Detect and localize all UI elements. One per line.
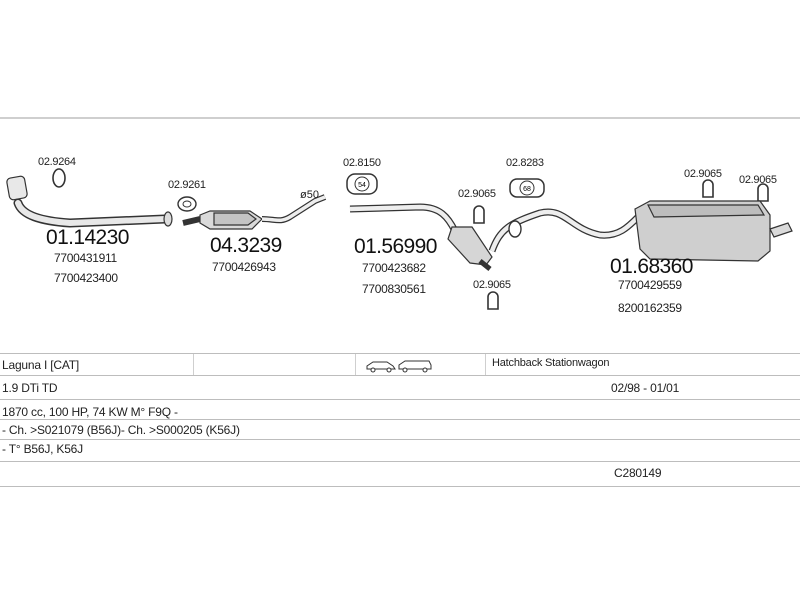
oem-number: 8200162359 [618,301,682,315]
stationwagon-car-icon [398,360,432,373]
table-row: 1.9 DTi TD 02/98 - 01/01 [0,375,800,398]
table-row: Laguna I [CAT] Hatchback Stationwagon [0,353,800,376]
oem-number: 7700431911 [54,251,117,265]
catalog-code: C280149 [614,466,662,480]
front-pipe [6,175,173,228]
oem-number: 7700429559 [618,278,682,292]
table-row: C280149 [0,461,800,487]
oem-number: 7700423400 [54,271,118,285]
table-row: - Ch. >S021079 (B56J)- Ch. >S000205 (K56… [0,419,800,440]
engine-label: 1.9 DTi TD [2,381,58,395]
clamp-code-02-9065-d: 02.9065 [739,174,777,186]
intermediate-pipe [349,203,493,271]
exhaust-drawing: 54 68 [6,168,793,310]
oem-number: 7700423682 [362,261,426,275]
oem-number: 7700426943 [212,260,276,274]
column-divider [193,354,194,376]
hatchback-car-icon [366,361,396,373]
engine-spec-line: 1870 cc, 100 HP, 74 KW M° F9Q - [2,405,178,419]
clamp-code-02-9264: 02.9264 [38,156,76,168]
badge-54-label: 54 [358,182,366,189]
catalytic-converter [182,194,327,230]
u-clamp-54-icon: 54 [346,173,378,195]
chassis-number-line: - Ch. >S021079 (B56J)- Ch. >S000205 (K56… [2,423,240,437]
part-number-intermediate-pipe: 01.56990 [354,235,437,258]
clamp-code-02-8283: 02.8283 [506,157,544,169]
table-row: 1870 cc, 100 HP, 74 KW M° F9Q - [0,399,800,420]
clamp-code-02-9261: 02.9261 [168,179,206,191]
body-type-icons [366,360,432,373]
clamp-code-02-9065-b: 02.9065 [473,279,511,291]
u-clamp-68-icon: 68 [509,178,545,198]
clamp-code-02-9065-c: 02.9065 [684,168,722,180]
rear-pipe [488,208,643,253]
flange-gasket-icon [177,196,197,212]
part-number-rear-silencer: 01.68360 [610,255,693,278]
gasket-ring-icon [52,168,66,188]
rear-silencer [634,200,793,262]
part-number-front-pipe: 01.14230 [46,226,129,249]
rubber-hanger-icon [473,179,769,310]
oem-number: 7700830561 [362,282,426,296]
type-code-line: - T° B56J, K56J [2,442,83,456]
pipe-diameter-label: ø50 [300,189,319,201]
badge-68-label: 68 [523,186,531,193]
model-name: Laguna I [CAT] [2,358,80,372]
clamp-code-02-9065-a: 02.9065 [458,188,496,200]
production-years: 02/98 - 01/01 [611,381,680,395]
clamp-code-02-8150: 02.8150 [343,157,381,169]
exhaust-diagram: 54 68 [0,119,800,351]
table-row: - T° B56J, K56J [0,439,800,462]
column-divider [485,354,486,376]
body-types-label: Hatchback Stationwagon [492,357,610,369]
top-divider [0,117,800,119]
column-divider [355,354,356,376]
part-number-catalytic-converter: 04.3239 [210,234,282,257]
